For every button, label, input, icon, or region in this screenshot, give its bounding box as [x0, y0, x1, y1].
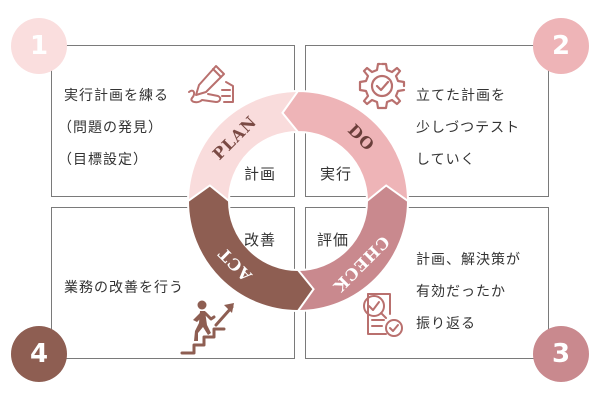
check-text-line-1: 計画、解決策が: [416, 252, 521, 268]
check-text-line-2: 有効だったか: [416, 284, 506, 300]
document-magnifier-icon: [363, 293, 403, 337]
check-text-line-3: 振り返る: [416, 316, 476, 332]
plan-text-line-2: （問題の発見）: [58, 120, 163, 136]
badge-4: 4: [11, 326, 67, 382]
cycle-segment-act: [186, 184, 315, 313]
cycle-segment-plan: [186, 89, 315, 218]
do-text-line-1: 立てた計画を: [416, 88, 506, 104]
inner-label-act: 改善: [244, 231, 277, 249]
inner-label-check: 評価: [317, 231, 350, 249]
do-text-line-2: 少しづつテスト: [416, 120, 521, 136]
do-text-line-3: していく: [416, 152, 476, 168]
gear-check-icon: [358, 62, 406, 110]
cycle-segment-check: [281, 184, 410, 313]
plan-text-line-1: 実行計画を練る: [64, 88, 169, 104]
badge-2: 2: [533, 18, 589, 74]
inner-label-plan: 計画: [244, 165, 277, 183]
badge-1: 1: [11, 18, 67, 74]
badge-3: 3: [533, 326, 589, 382]
hand-writing-icon: [188, 65, 234, 104]
inner-label-do: 実行: [320, 165, 353, 183]
plan-text-line-3: （目標設定）: [58, 152, 148, 168]
person-climbing-stairs-icon: [180, 300, 234, 355]
act-text-line-1: 業務の改善を行う: [64, 280, 184, 296]
cycle-segment-do: [281, 89, 410, 218]
